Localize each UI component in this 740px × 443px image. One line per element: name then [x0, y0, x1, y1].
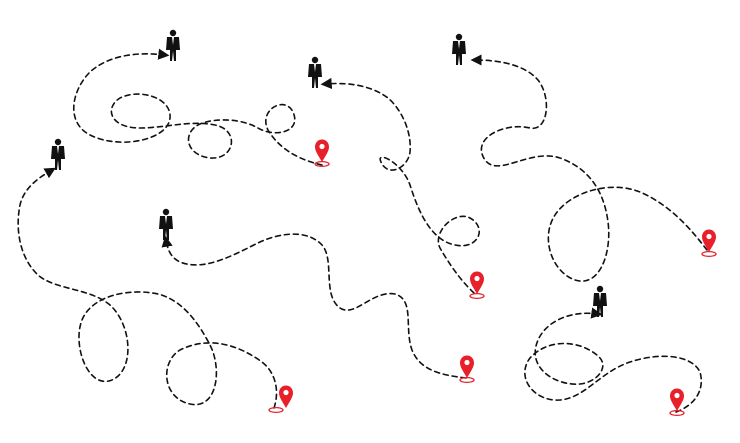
- location-pin-icon: [314, 139, 330, 168]
- route-path: [73, 48, 323, 166]
- person-icon: [51, 138, 65, 170]
- location-pin-icon: [701, 229, 717, 258]
- location-pin-icon: [469, 271, 485, 300]
- person-icon: [159, 208, 173, 240]
- routes: [17, 48, 708, 413]
- location-pin-icon: [669, 388, 685, 417]
- pins: [268, 139, 717, 417]
- person-icon: [452, 33, 466, 65]
- route-path: [320, 77, 481, 294]
- location-pin-icon: [459, 355, 475, 384]
- person-icon: [308, 56, 322, 88]
- figures: [51, 29, 607, 317]
- person-icon: [593, 285, 607, 317]
- person-icon: [166, 29, 180, 61]
- route-path: [524, 307, 702, 413]
- route-path: [470, 54, 708, 282]
- location-pin-icon: [268, 385, 293, 414]
- route-path: [161, 233, 467, 379]
- route-path: [17, 167, 278, 409]
